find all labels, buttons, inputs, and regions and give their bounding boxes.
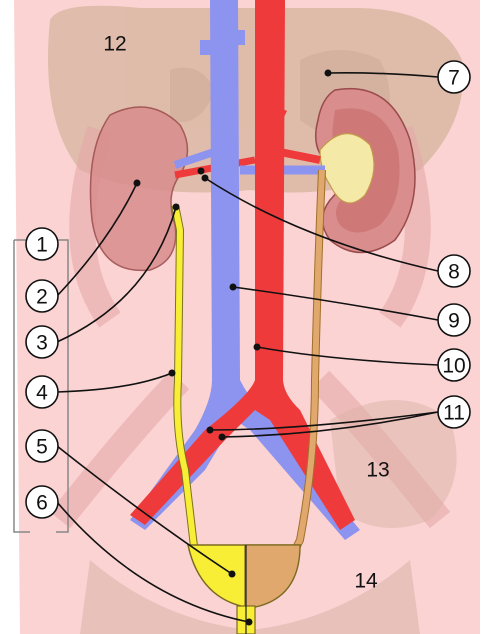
dot-7 — [324, 69, 332, 77]
dot-6 — [245, 618, 253, 626]
abdominal-aorta — [130, 0, 355, 530]
callout-10: 10 — [437, 348, 471, 382]
callout-11: 11 — [437, 395, 471, 429]
dot-4 — [168, 369, 176, 377]
leader-5 — [56, 445, 233, 575]
dot-2 — [133, 179, 141, 187]
leader-11b — [209, 411, 439, 431]
anchor-dots — [133, 69, 332, 626]
callout-1: 1 — [25, 227, 59, 261]
leader-2 — [56, 182, 138, 297]
label-7: 7 — [448, 67, 460, 90]
pelvis-right — [49, 370, 190, 529]
leader-11 — [221, 411, 439, 438]
label-13: 13 — [366, 459, 389, 482]
leader-8 — [204, 177, 439, 272]
iliac-region — [330, 400, 457, 528]
label-2: 2 — [36, 286, 48, 309]
leader-6 — [56, 501, 250, 623]
callout-9: 9 — [437, 303, 471, 337]
leader-3 — [56, 206, 177, 343]
dot-11b — [218, 433, 226, 441]
right-kidney — [89, 106, 189, 272]
leader-10 — [256, 346, 439, 366]
label-3: 3 — [36, 332, 48, 355]
label-9: 9 — [448, 310, 460, 333]
rib-right — [69, 125, 121, 328]
left-ureter — [272, 169, 325, 592]
pelvic-floor — [80, 560, 420, 634]
right-ureter — [172, 204, 198, 556]
dot-5 — [228, 570, 236, 578]
leader-4 — [56, 372, 173, 393]
callout-8: 8 — [437, 254, 471, 288]
dot-3 — [172, 203, 180, 211]
callout-2: 2 — [25, 279, 59, 313]
dot-8b — [197, 167, 205, 175]
label-6: 6 — [36, 492, 48, 515]
callout-5: 5 — [25, 429, 59, 463]
dot-9 — [229, 283, 237, 291]
callout-6: 6 — [25, 485, 59, 519]
label-12: 12 — [103, 33, 126, 56]
dot-8 — [201, 174, 209, 182]
leader-9 — [232, 286, 439, 321]
callout-3: 3 — [25, 325, 59, 359]
callout-7: 7 — [437, 60, 471, 94]
label-14: 14 — [354, 570, 378, 593]
label-11: 11 — [443, 402, 465, 425]
dot-10 — [253, 343, 261, 351]
leader-7 — [327, 72, 439, 78]
leader-lines — [56, 72, 439, 623]
adrenal-right-silhouette — [170, 67, 215, 122]
label-10: 10 — [442, 355, 465, 378]
hepatic-veins — [200, 30, 245, 55]
label-4: 4 — [36, 382, 48, 405]
label-1: 1 — [36, 234, 48, 257]
label-5: 5 — [36, 436, 48, 459]
label-8: 8 — [448, 261, 460, 284]
dot-11 — [206, 426, 214, 434]
callout-4: 4 — [25, 375, 59, 409]
